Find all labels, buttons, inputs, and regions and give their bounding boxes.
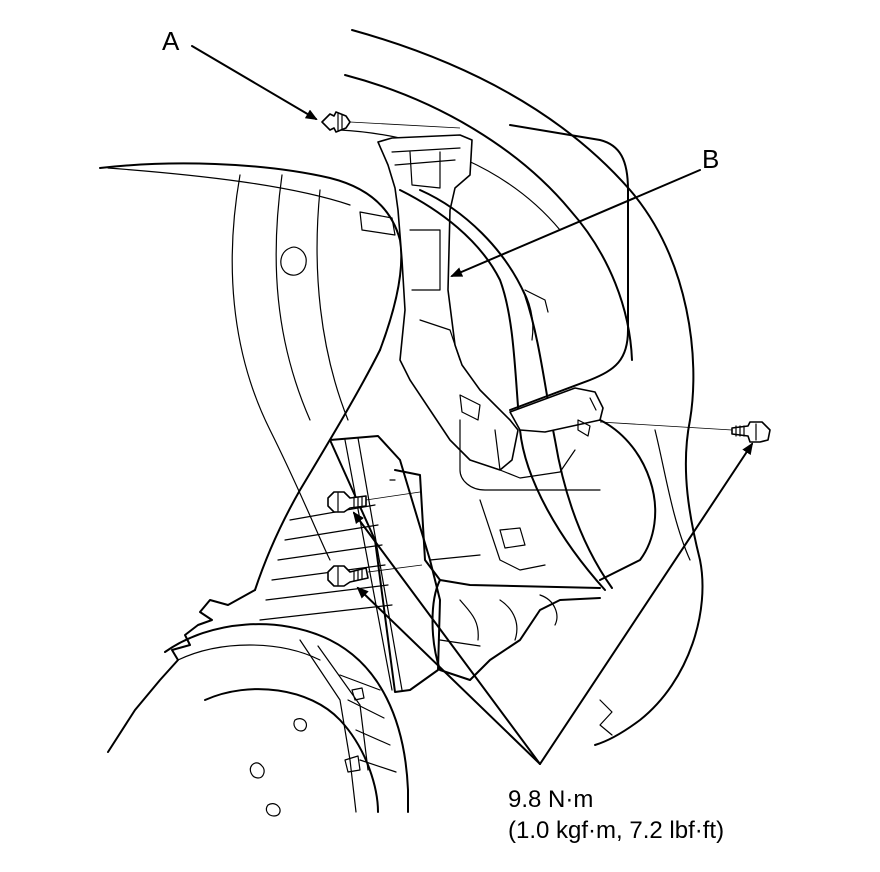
- lower-bracket: [459, 387, 657, 581]
- bolt-upper-left: [327, 491, 421, 513]
- leader-torque-upper: [352, 511, 541, 765]
- bracket-duct: [377, 134, 519, 471]
- callout-b-label: B: [702, 144, 719, 174]
- callout-a-label: A: [162, 26, 180, 56]
- wheel-arch: [99, 162, 403, 753]
- leader-torque-right: [539, 442, 754, 765]
- leader-b: [450, 169, 701, 277]
- underside-assembly: [389, 469, 601, 681]
- torque-spec-line2: (1.0 kgf·m, 7.2 lbf·ft): [508, 817, 724, 844]
- liner-strip: [399, 189, 613, 591]
- clip-a: [321, 111, 461, 133]
- leader-lines: [191, 45, 754, 765]
- leader-a: [191, 45, 318, 121]
- bolt-right: [599, 421, 771, 443]
- leader-torque-lower: [356, 586, 541, 765]
- torque-spec-line1: 9.8 N·m: [508, 786, 593, 813]
- wheel: [164, 623, 409, 817]
- bolt-lower-left: [327, 564, 423, 587]
- inner-liner-panel: [259, 435, 441, 693]
- fender-panel: [339, 29, 704, 746]
